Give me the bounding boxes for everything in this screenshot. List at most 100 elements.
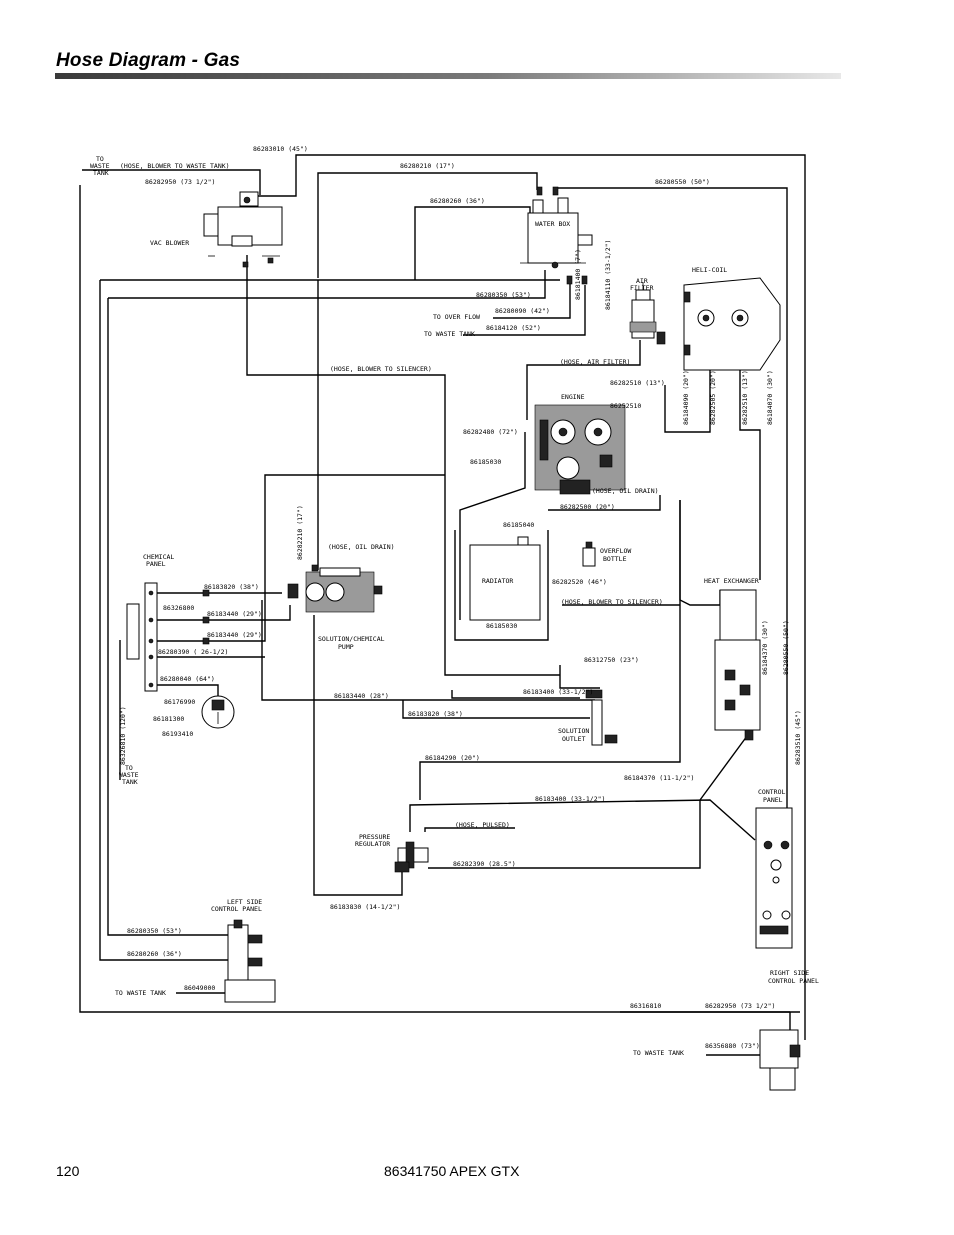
hose-pump-solution bbox=[313, 615, 403, 896]
label-86282210: 86282210 (17") bbox=[296, 505, 304, 560]
label-radiator: RADIATOR bbox=[482, 577, 513, 585]
solution-pump bbox=[287, 564, 383, 613]
label-86283010: 86283010 (45") bbox=[253, 145, 308, 153]
hose-86184290 bbox=[419, 500, 681, 800]
label-86252510: 86252510 bbox=[610, 402, 641, 410]
label-hose-blower-silencer-bot: (HOSE, BLOWER TO SILENCER) bbox=[561, 598, 663, 606]
label-waste: WASTE bbox=[90, 162, 110, 170]
hose-86280350-top bbox=[108, 270, 546, 299]
hose-engine-radiator bbox=[454, 530, 549, 641]
label-86181300: 86181300 bbox=[153, 715, 184, 723]
label-hose-pulsed: (HOSE, PULSED) bbox=[455, 821, 510, 829]
label-86282500: 86282500 (20") bbox=[560, 503, 615, 511]
label-pressure: PRESSURE bbox=[359, 833, 390, 841]
label-86183830: 86183830 (14-1/2") bbox=[330, 903, 400, 911]
label-86181400: 86181400 (7") bbox=[574, 249, 582, 300]
label-86184090: 86184090 (20") bbox=[682, 370, 690, 425]
heat-exchanger bbox=[714, 589, 761, 741]
label-water-box: WATER BOX bbox=[535, 220, 570, 228]
hose-86183440-c bbox=[261, 600, 595, 701]
hose-heli-coil-1 bbox=[664, 320, 711, 433]
hose-pulsed bbox=[424, 827, 515, 832]
label-outlet: OUTLET bbox=[562, 735, 586, 743]
label-tank: TANK bbox=[93, 169, 109, 177]
vac-blower bbox=[203, 191, 283, 268]
label-to-waste-tank-mid: TO WASTE TANK bbox=[424, 330, 475, 338]
label-86183440-a: 86183440 (29") bbox=[207, 610, 262, 618]
label-86183440-c: 86183440 (28") bbox=[334, 692, 389, 700]
hose-86280210 bbox=[317, 172, 538, 278]
water-box bbox=[520, 186, 593, 285]
heli-coil bbox=[683, 277, 781, 371]
label-86326810: 86326810 (120") bbox=[119, 706, 127, 765]
label-86184070: 86184070 (30") bbox=[766, 370, 774, 425]
hose-heli-coil-3 bbox=[739, 320, 761, 580]
label-left-side: LEFT SIDE bbox=[227, 898, 262, 906]
label-86049000: 86049000 bbox=[184, 984, 215, 992]
label-86282520: 86282520 (46") bbox=[552, 578, 607, 586]
radiator bbox=[469, 536, 541, 621]
hose-86282500 bbox=[548, 495, 661, 511]
hose-outer-frame bbox=[79, 185, 800, 1013]
label-hose-blower-waste: (HOSE, BLOWER TO WASTE TANK) bbox=[120, 162, 230, 170]
label-86280210: 86280210 (17") bbox=[400, 162, 455, 170]
label-tank-bottom: TANK bbox=[122, 778, 138, 786]
label-86326800: 86326800 bbox=[163, 604, 194, 612]
label-86193410: 86193410 bbox=[162, 730, 193, 738]
hose-86280260 bbox=[414, 206, 531, 280]
label-86183400-b: 86183400 (33-1/2") bbox=[535, 795, 605, 803]
label-chemical: CHEMICAL bbox=[143, 553, 174, 561]
label-86282480: 86282480 (72") bbox=[463, 428, 518, 436]
left-side-control-panel bbox=[224, 919, 276, 1003]
diagram-labels: TO WASTE TANK (HOSE, BLOWER TO WASTE TAN… bbox=[90, 145, 819, 1057]
chemical-filter bbox=[201, 695, 235, 729]
label-86280260-bot: 86280260 (36") bbox=[127, 950, 182, 958]
label-86176990: 86176990 bbox=[164, 698, 195, 706]
hose-86184370 bbox=[699, 731, 751, 801]
label-solution-pump: SOLUTION/CHEMICAL bbox=[318, 635, 385, 643]
label-to: TO bbox=[96, 155, 104, 163]
hose-heli-coil-2 bbox=[679, 500, 720, 606]
label-86280550-v: 86280550 (50") bbox=[782, 620, 790, 675]
label-engine: ENGINE bbox=[561, 393, 585, 401]
hose-86280040 bbox=[153, 684, 219, 700]
engine bbox=[534, 404, 626, 495]
label-86183400-a: 86183400 (33-1/2") bbox=[523, 688, 593, 696]
air-filter bbox=[629, 282, 666, 345]
label-control-panel: PANEL bbox=[763, 796, 783, 804]
label-regulator: REGULATOR bbox=[355, 840, 390, 848]
page-title: Hose Diagram - Gas bbox=[56, 50, 241, 71]
overflow-bottle bbox=[582, 541, 596, 567]
label-86312750: 86312750 (23") bbox=[584, 656, 639, 664]
label-left-side-panel: CONTROL PANEL bbox=[211, 905, 262, 913]
label-86280040: 86280040 (64") bbox=[160, 675, 215, 683]
label-waste-bottom: WASTE bbox=[119, 771, 139, 779]
label-air: AIR bbox=[636, 277, 648, 285]
label-hose-air-filter: (HOSE, AIR FILTER) bbox=[560, 358, 630, 366]
label-to-bottom: TO bbox=[125, 764, 133, 772]
hose-left-1 bbox=[99, 280, 228, 961]
label-86316810: 86316810 bbox=[630, 1002, 661, 1010]
hose-86183820-b bbox=[402, 700, 590, 719]
label-86184370-v: 86184370 (30") bbox=[761, 620, 769, 675]
hose-86283010 bbox=[245, 154, 806, 1040]
label-86185030-top: 86185030 bbox=[470, 458, 501, 466]
label-86282505: 86282505 (20") bbox=[709, 370, 717, 425]
label-86280260-top: 86280260 (36") bbox=[430, 197, 485, 205]
right-side-control-panel bbox=[759, 1012, 801, 1091]
label-86282510-b: 86282510 (13") bbox=[741, 370, 749, 425]
control-panel bbox=[755, 807, 793, 949]
hose-86184120 bbox=[463, 285, 586, 336]
label-heli-coil: HELI-COIL bbox=[692, 266, 727, 274]
hose-86312750 bbox=[559, 665, 600, 689]
label-hose-oil-drain-pump: (HOSE, OIL DRAIN) bbox=[328, 543, 395, 551]
chemical-panel bbox=[126, 582, 210, 692]
solution-outlet bbox=[585, 689, 618, 746]
label-86183440-b: 86183440 (29") bbox=[207, 631, 262, 639]
label-control: CONTROL bbox=[758, 788, 785, 796]
hose-blower-waste bbox=[82, 169, 261, 195]
pressure-regulator bbox=[394, 841, 429, 873]
label-86184120: 86184120 (52") bbox=[486, 324, 541, 332]
title-rule bbox=[55, 73, 841, 79]
label-to-waste-tank-bot: TO WASTE TANK bbox=[115, 989, 166, 997]
